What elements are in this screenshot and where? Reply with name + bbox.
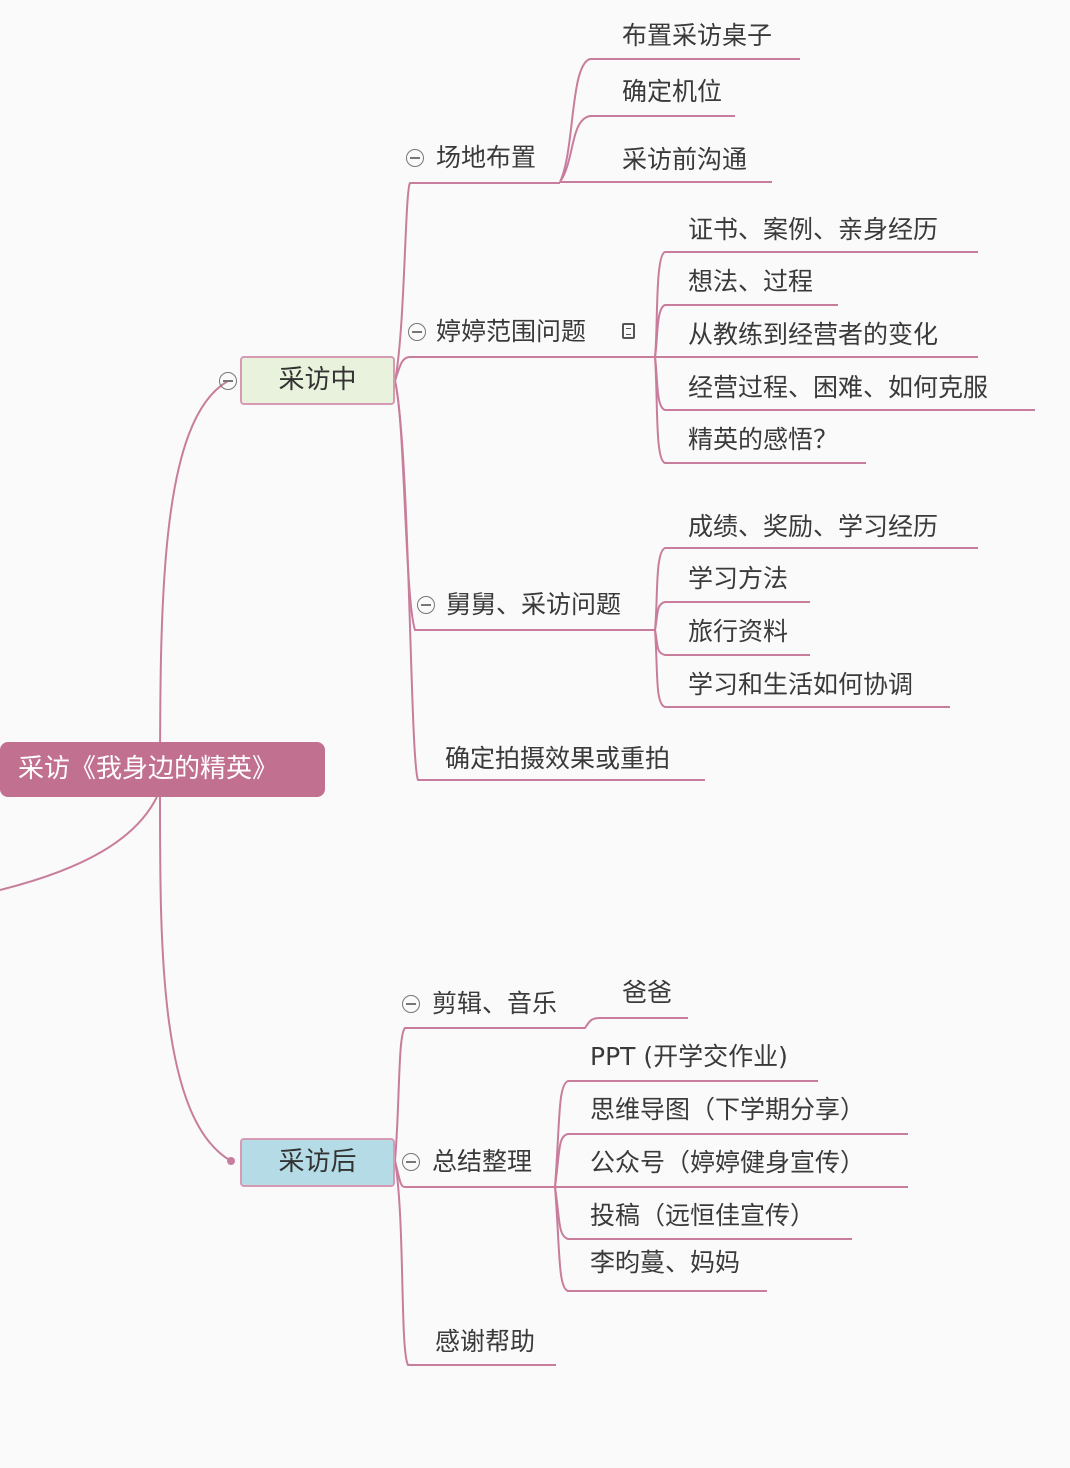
subtopic[interactable]: 学习和生活如何协调 (688, 670, 914, 699)
subtopic[interactable]: 李昀蔓、妈妈 (590, 1248, 741, 1277)
subtopic[interactable]: 采访前沟通 (622, 145, 748, 174)
topic-confirm-shooting[interactable]: 确定拍摄效果或重拍 (445, 744, 671, 773)
topic-after-interview[interactable]: 采访后 (240, 1138, 395, 1187)
subtopic[interactable]: 证书、案例、亲身经历 (688, 215, 939, 244)
topic-summary[interactable]: 总结整理 (432, 1147, 533, 1176)
subtopic[interactable]: 思维导图（下学期分享） (590, 1095, 866, 1124)
subtopic[interactable]: 学习方法 (688, 564, 789, 593)
topic-venue[interactable]: 场地布置 (436, 143, 537, 172)
subtopic[interactable]: 经营过程、困难、如何克服 (688, 373, 989, 402)
subtopic[interactable]: 爸爸 (622, 978, 673, 1007)
subtopic[interactable]: 布置采访桌子 (622, 21, 773, 50)
collapse-icon[interactable] (417, 596, 435, 614)
collapse-icon[interactable] (402, 995, 420, 1013)
root-topic[interactable]: 采访《我身边的精英》 (0, 742, 325, 797)
topic-tingting-questions[interactable]: 婷婷范围问题 (436, 317, 587, 346)
subtopic[interactable]: 旅行资料 (688, 617, 789, 646)
subtopic[interactable]: 从教练到经营者的变化 (688, 320, 939, 349)
subtopic[interactable]: 投稿（远恒佳宣传） (590, 1201, 816, 1230)
subtopic[interactable]: 精英的感悟？ (688, 425, 839, 454)
collapse-icon[interactable] (402, 1153, 420, 1171)
collapse-icon[interactable] (408, 323, 426, 341)
topic-during-interview[interactable]: 采访中 (240, 356, 395, 405)
topic-thanks[interactable]: 感谢帮助 (435, 1327, 536, 1356)
note-icon[interactable] (622, 323, 635, 339)
subtopic[interactable]: 成绩、奖励、学习经历 (688, 512, 939, 541)
subtopic[interactable]: 想法、过程 (688, 267, 814, 296)
collapse-icon[interactable] (219, 372, 237, 390)
subtopic[interactable]: 公众号（婷婷健身宣传） (590, 1148, 866, 1177)
topic-uncle-questions[interactable]: 舅舅、采访问题 (446, 590, 622, 619)
subtopic[interactable]: 确定机位 (622, 77, 723, 106)
collapse-icon[interactable] (406, 149, 424, 167)
subtopic[interactable]: PPT (开学交作业) (590, 1042, 788, 1071)
topic-editing-music[interactable]: 剪辑、音乐 (432, 989, 558, 1018)
